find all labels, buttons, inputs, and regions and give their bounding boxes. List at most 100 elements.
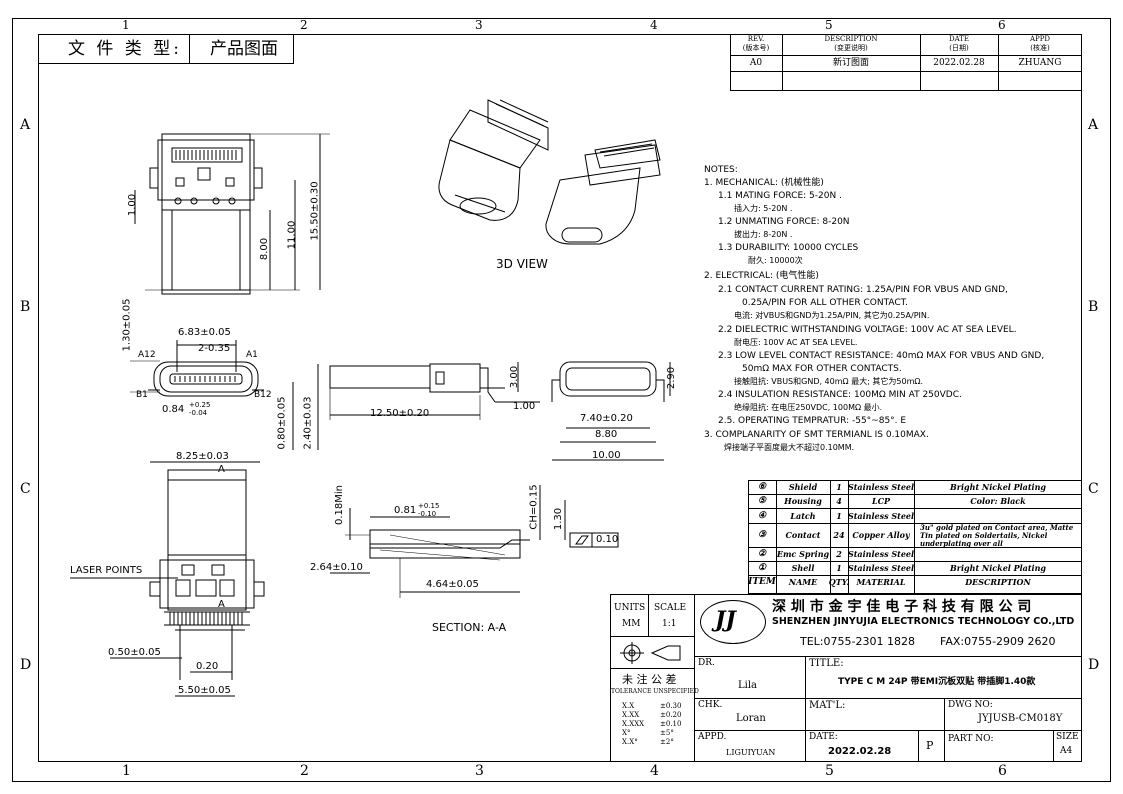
- bom-cell: ⑤: [757, 496, 767, 507]
- bom-col-line: [848, 480, 849, 594]
- tolerance-en: TOLERANCE UNSPECIFIED: [611, 688, 699, 695]
- dim-12-sub: -0.04: [189, 409, 208, 417]
- dim-2: 8.00: [259, 237, 271, 261]
- dim-35: 4.64±0.05: [426, 579, 479, 590]
- mating-face-view: [130, 340, 319, 450]
- chk-label: CHK.: [698, 700, 723, 710]
- dim-3: 11.00: [286, 220, 298, 250]
- bom-cell: 2: [836, 548, 842, 559]
- dim-12: 0.84: [162, 404, 185, 415]
- notes-block: NOTES: 1. MECHANICAL: (机械性能) 1.1 MATING FO…: [704, 166, 1084, 466]
- dim-20: 8.80: [595, 429, 618, 440]
- dim-11: B12: [254, 390, 272, 400]
- bom-cell: QTY.: [828, 577, 850, 588]
- bom-cell: Copper Alloy: [852, 529, 910, 540]
- revision-header-cn: (核准): [1030, 44, 1050, 52]
- part-label: PART NO:: [948, 734, 994, 744]
- dim-31: CH=0.15: [528, 484, 540, 530]
- zone-col-bottom: 4: [650, 763, 659, 779]
- size-value: A4: [1060, 746, 1073, 756]
- note-line: 1.3 DURABILITY: 10000 CYCLES: [718, 243, 859, 253]
- zone-col-top: 3: [475, 18, 483, 32]
- revision-header-en: REV.: [747, 35, 765, 43]
- bom-cell: ④: [757, 510, 767, 521]
- note-line: 50mΩ MAX FOR OTHER CONTACTS.: [742, 364, 902, 374]
- note-line: 2.5. OPERATING TEMPRATUR: -55°~85°. E: [718, 416, 907, 426]
- side-view: [329, 362, 540, 420]
- bottom-view: [70, 461, 265, 697]
- note-line: 1.1 MATING FORCE: 5-20N .: [718, 191, 842, 201]
- dim-33: 0.10: [596, 534, 619, 545]
- dim-29: 0.18Min: [334, 484, 346, 526]
- note-line: 1. MECHANICAL: (机械性能): [704, 178, 824, 188]
- bom-cell: LCP: [871, 496, 891, 507]
- bom-cell: ITEM: [748, 577, 776, 588]
- zone-col-bottom: 3: [475, 763, 484, 779]
- logo-text: JJ: [715, 607, 736, 633]
- projection-symbol-icon: [620, 642, 681, 664]
- dim-30-sub: -0.10: [418, 510, 437, 518]
- dim-4: 15.50±0.30: [309, 181, 321, 241]
- dim-7: 2-0.35: [198, 343, 231, 354]
- tolerance-value: ±0.30: [660, 702, 682, 710]
- bom-cell: Shield: [788, 482, 818, 493]
- dim-24: A: [218, 599, 225, 610]
- dr-label: DR.: [698, 658, 715, 668]
- dim-26: 0.50±0.05: [108, 647, 161, 658]
- date-value: 2022.02.28: [828, 746, 892, 757]
- bom-cell: 4: [836, 496, 842, 507]
- dim-27: 0.20: [196, 661, 219, 672]
- bom-cell: Color: Black: [970, 496, 1026, 507]
- note-line: 耐电压: 100V AC AT SEA LEVEL.: [734, 338, 858, 347]
- bom-cell: Emc Spring: [776, 548, 830, 559]
- revision-header-en: DESCRIPTION: [824, 35, 878, 43]
- revision-cell: 2022.02.28: [933, 58, 985, 68]
- zone-col-top: 1: [122, 18, 130, 32]
- tolerance-key: X.X°: [622, 738, 638, 746]
- title-label: TITLE:: [809, 658, 844, 669]
- note-line: 2.4 INSULATION RESISTANCE: 100MΩ MIN AT …: [718, 390, 962, 400]
- chk-value: Loran: [736, 713, 766, 724]
- scale-value: 1:1: [662, 619, 677, 629]
- dim-30: 0.81: [394, 505, 417, 516]
- dim-23: A: [218, 464, 225, 475]
- dwg-label: DWG NO:: [948, 700, 993, 710]
- bom-cell: 24: [833, 529, 845, 540]
- dim-16: 3.00: [509, 365, 521, 389]
- zone-col-top: 6: [998, 18, 1006, 32]
- note-line: 电流: 对VBUS和GND为1.25A/PIN, 其它为0.25A/PIN.: [734, 311, 930, 320]
- dim-12-sup: +0.25: [189, 401, 211, 409]
- dim-32: 1.30: [553, 507, 565, 531]
- note-line: 焊接端子平面度最大不超过0.10MM.: [724, 443, 855, 452]
- dim-8: A12: [138, 350, 156, 360]
- rear-view: [551, 361, 671, 461]
- zone-row-right: A: [1088, 117, 1099, 133]
- revision-cell: 新订图面: [832, 58, 870, 68]
- bom-cell: Stainless Steel: [847, 482, 915, 493]
- tolerance-key: X°: [622, 729, 631, 737]
- note-line: 耐久: 10000次: [748, 256, 803, 265]
- bom-col-line: [776, 480, 777, 594]
- bom-cell: DESCRIPTION: [965, 577, 1031, 588]
- doc-type-label: 文 件 类 型:: [68, 39, 182, 59]
- bom-cell: 1: [836, 482, 842, 493]
- revision-table: [730, 34, 1082, 91]
- matl-label: MAT'L:: [809, 700, 846, 711]
- scale-label: SCALE: [654, 603, 687, 613]
- company-logo: JJ: [700, 600, 766, 644]
- note-line: 插入力: 5-20N .: [734, 204, 793, 213]
- bom-table: [748, 480, 1082, 594]
- revision-cell: A0: [749, 58, 763, 68]
- bom-cell: ①: [757, 563, 767, 574]
- dim-30-sup: +0.15: [418, 502, 440, 510]
- note-line: NOTES:: [704, 165, 738, 175]
- revision-header-cn: (版本号): [742, 44, 770, 52]
- zone-row-right: B: [1088, 299, 1099, 315]
- note-line: 2.3 LOW LEVEL CONTACT RESISTANCE: 40mΩ M…: [718, 351, 1045, 361]
- company-fax: FAX:0755-2909 2620: [940, 635, 1056, 648]
- revision-header-en: APPD: [1029, 35, 1051, 43]
- tolerance-key: X.XX: [622, 711, 640, 719]
- company-tel: TEL:0755-2301 1828: [800, 635, 915, 648]
